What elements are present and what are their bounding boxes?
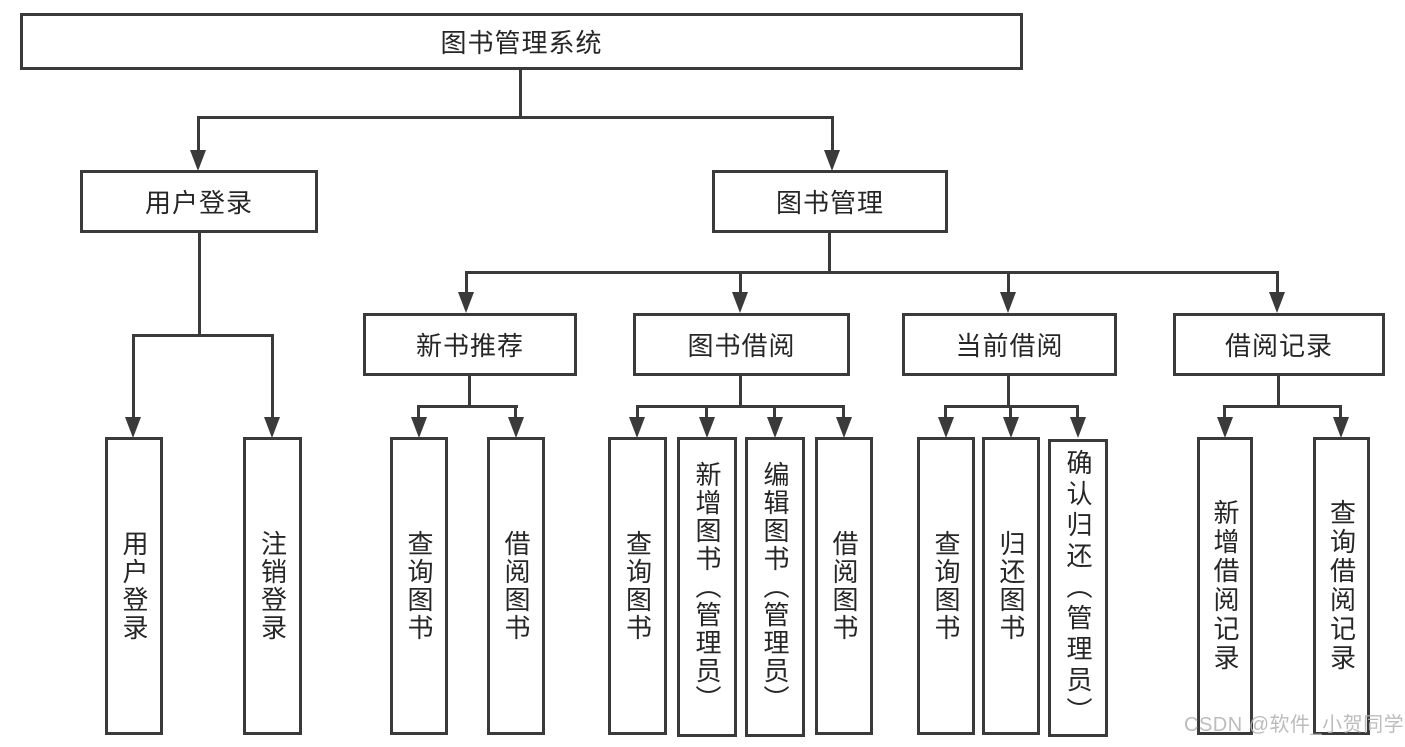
node-label: 借阅记录 <box>1224 331 1333 361</box>
node-label: 图书管理系统 <box>440 28 603 58</box>
arrow-down-icon <box>411 417 427 438</box>
csdn-watermark: CSDN @软件_小贺同学 <box>1184 714 1405 736</box>
node-book-management: 图书管理 <box>712 170 948 233</box>
node-query-books: 查询图书 <box>390 437 448 735</box>
arrow-down-icon <box>1269 292 1285 313</box>
connector-drop <box>831 116 834 152</box>
node-label: 编辑图书（管理员） <box>760 461 790 713</box>
node-label: 用户登录 <box>119 530 149 642</box>
connector-drop <box>1339 405 1342 419</box>
node-borrowing-records: 借阅记录 <box>1173 313 1385 376</box>
arrow-down-icon <box>836 417 852 438</box>
node-query-borrow-record: 查询借阅记录 <box>1313 437 1370 735</box>
arrow-down-icon <box>732 292 748 313</box>
arrow-down-icon <box>508 417 524 438</box>
arrow-down-icon <box>767 417 783 438</box>
connector-stem <box>739 376 742 408</box>
node-label: 查询借阅记录 <box>1326 499 1357 673</box>
node-logout: 注销登录 <box>243 437 302 735</box>
node-borrow-books: 借阅图书 <box>487 437 545 735</box>
connector-drop <box>417 405 420 419</box>
arrow-down-icon <box>1333 417 1349 438</box>
connector-drop <box>1009 405 1012 419</box>
arrow-down-icon <box>629 417 645 438</box>
connector-stem <box>1277 376 1280 408</box>
connector-drop <box>1276 271 1279 295</box>
node-label: 当前借阅 <box>955 331 1064 361</box>
connector-drop <box>197 116 200 152</box>
arrow-down-icon <box>264 417 280 438</box>
node-user-login-leaf: 用户登录 <box>105 437 163 735</box>
connector-rail <box>636 405 845 408</box>
arrow-down-icon <box>1217 417 1233 438</box>
connector-drop <box>514 405 517 419</box>
node-library-system: 图书管理系统 <box>20 13 1023 70</box>
node-edit-book-admin: 编辑图书（管理员） <box>745 437 805 737</box>
connector-rail <box>417 405 518 408</box>
node-label: 注销登录 <box>257 530 288 642</box>
connector-rail <box>1223 405 1342 408</box>
arrow-down-icon <box>125 417 141 438</box>
arrow-down-icon <box>938 417 954 438</box>
node-query-books: 查询图书 <box>608 437 667 735</box>
connector-drop <box>271 334 274 419</box>
node-label: 图书管理 <box>775 188 884 218</box>
connector-drop <box>944 405 947 419</box>
node-user-login: 用户登录 <box>80 170 318 233</box>
node-label: 查询图书 <box>404 530 434 642</box>
connector-drop <box>739 271 742 295</box>
connector-bookmgmt-stem <box>828 233 831 274</box>
connector-stem <box>468 376 471 408</box>
node-return-books: 归还图书 <box>982 437 1040 735</box>
node-label: 查询图书 <box>931 530 961 642</box>
node-confirm-return-admin: 确认归还（管理员） <box>1048 439 1108 737</box>
node-borrow-books: 借阅图书 <box>815 437 873 735</box>
node-add-borrow-record: 新增借阅记录 <box>1197 437 1253 735</box>
node-label: 借阅图书 <box>501 530 531 642</box>
connector-level3-rail <box>465 271 1279 274</box>
connector-root-stem <box>519 70 522 118</box>
connector-userlogin-rail <box>132 334 274 337</box>
node-label: 查询图书 <box>622 530 653 642</box>
node-book-borrowing: 图书借阅 <box>633 313 850 376</box>
node-query-books: 查询图书 <box>917 437 975 735</box>
connector-drop <box>1007 271 1010 295</box>
node-label: 用户登录 <box>144 188 253 218</box>
arrow-down-icon <box>190 150 206 171</box>
node-label: 新增借阅记录 <box>1210 499 1240 673</box>
node-label: 图书借阅 <box>687 331 796 361</box>
arrow-down-icon <box>1000 292 1016 313</box>
connector-drop <box>1076 405 1079 419</box>
connector-drop <box>773 405 776 419</box>
node-label: 新书推荐 <box>415 331 524 361</box>
connector-drop <box>705 405 708 419</box>
arrow-down-icon <box>458 292 474 313</box>
connector-drop <box>465 271 468 295</box>
arrow-down-icon <box>824 150 840 171</box>
arrow-down-icon <box>1003 417 1019 438</box>
arrow-down-icon <box>1070 417 1086 438</box>
node-new-book-recommend: 新书推荐 <box>363 313 577 376</box>
node-add-book-admin: 新增图书（管理员） <box>677 437 737 737</box>
node-label: 借阅图书 <box>829 530 859 642</box>
connector-drop <box>1223 405 1226 419</box>
connector-level1-rail <box>197 116 834 119</box>
connector-drop <box>132 334 135 419</box>
connector-userlogin-stem <box>198 233 201 337</box>
node-label: 确认归还（管理员） <box>1063 448 1093 728</box>
node-current-borrowing: 当前借阅 <box>902 313 1117 376</box>
connector-stem <box>1007 376 1010 408</box>
connector-drop <box>842 405 845 419</box>
arrow-down-icon <box>699 417 715 438</box>
node-label: 新增图书（管理员） <box>692 461 722 713</box>
node-label: 归还图书 <box>996 530 1026 642</box>
connector-drop <box>636 405 639 419</box>
